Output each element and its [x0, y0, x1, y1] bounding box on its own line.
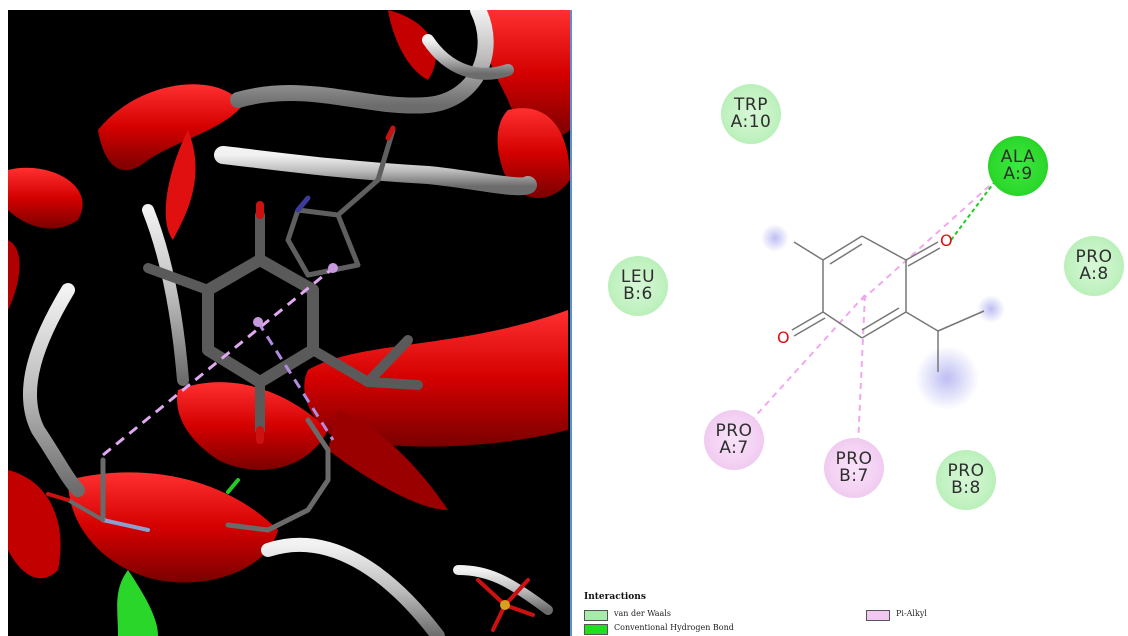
oxygen-label: O — [940, 231, 953, 250]
legend-swatch — [584, 624, 608, 635]
interaction-lines-3d — [102, 266, 335, 457]
legend-label: Pi-Alkyl — [896, 609, 927, 618]
legend-swatch — [866, 610, 890, 621]
sulfate-group — [476, 578, 535, 632]
panel-divider[interactable] — [570, 10, 572, 636]
solvent-blob — [915, 346, 979, 410]
oxygen-atoms — [46, 125, 396, 502]
interaction-lines-2d — [749, 179, 997, 446]
ligand-sticks — [66, 127, 423, 533]
top-margin — [0, 0, 1128, 10]
oxygen-label: O — [777, 328, 790, 347]
legend-item-van-der-waals: van der Waals — [584, 609, 844, 621]
ligand-2d-structure: O O — [749, 179, 1005, 446]
legend-title: Interactions — [584, 592, 646, 602]
legend-item-pi-alkyl: Pi-Alkyl — [866, 609, 1066, 621]
legend-label: van der Waals — [614, 609, 671, 618]
protein-coil-tubes — [23, 10, 553, 636]
solvent-blob — [977, 295, 1005, 323]
legend-item-hydrogen-bond: Conventional Hydrogen Bond — [584, 623, 844, 635]
interactions-legend: Interactions van der Waals Conventional … — [584, 590, 1124, 636]
carbonyl-bonds — [791, 241, 941, 337]
quinone-ring — [793, 235, 985, 372]
green-atom-stick — [117, 570, 158, 636]
legend-label: Conventional Hydrogen Bond — [614, 623, 734, 632]
solvent-blob — [761, 224, 789, 252]
protein-helix-ribbons — [8, 10, 570, 583]
3d-structure-view[interactable] — [8, 10, 570, 636]
legend-swatch — [584, 610, 608, 621]
3d-structure-canvas — [8, 10, 570, 636]
